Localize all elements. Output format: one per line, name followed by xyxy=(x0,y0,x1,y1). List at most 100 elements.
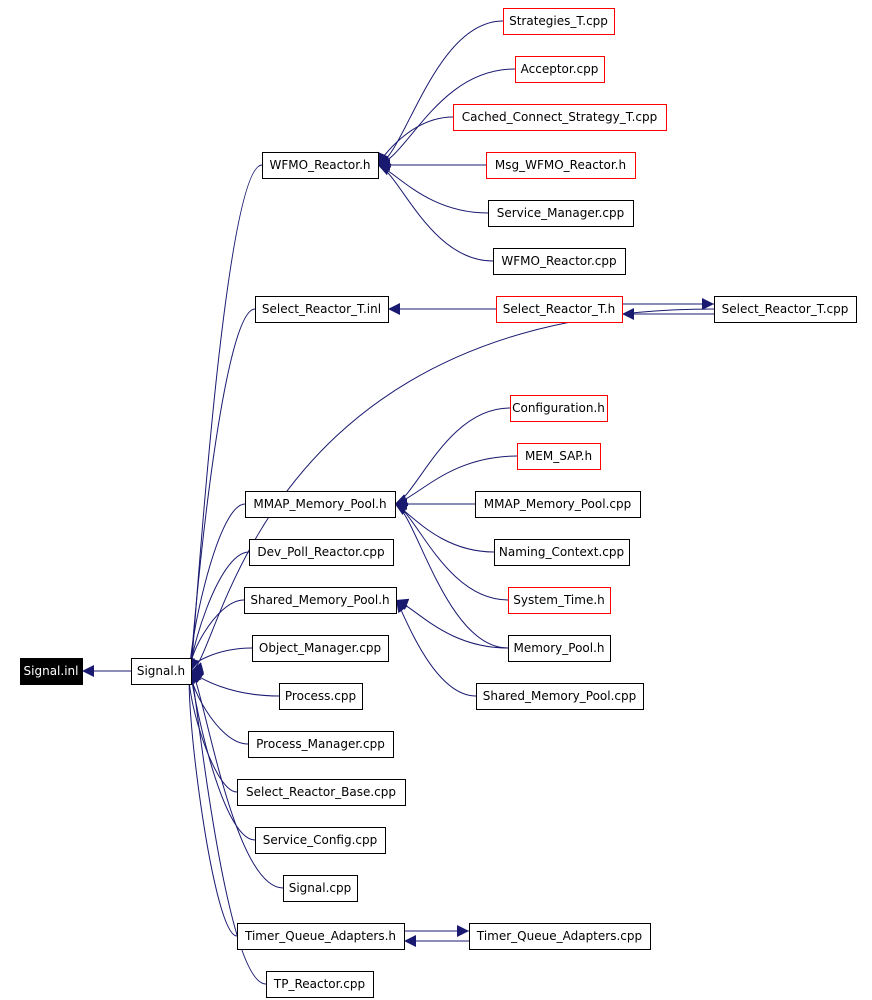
edge-line xyxy=(377,164,489,214)
edge-cached_connect_strategy_t_cpp-to-wfmo_reactor_h xyxy=(377,116,454,166)
edge-line xyxy=(190,670,280,697)
nodes-layer: Signal.inl Signal.h WFMO_Reactor.h Strategi… xyxy=(20,8,857,998)
node-box xyxy=(508,587,611,614)
node-process-cpp[interactable]: Process.cpp xyxy=(279,683,363,710)
node-wfmo-reactor-cpp[interactable]: WFMO_Reactor.cpp xyxy=(493,248,626,275)
node-box xyxy=(475,491,641,518)
node-signal-cpp[interactable]: Signal.cpp xyxy=(283,875,358,902)
node-wfmo-reactor-h[interactable]: WFMO_Reactor.h xyxy=(262,152,379,179)
edge-wfmo_reactor_cpp-to-wfmo_reactor_h xyxy=(377,163,494,262)
node-signal-inl[interactable]: Signal.inl xyxy=(20,658,83,685)
edge-wfmo_reactor_h-to-signal_h xyxy=(187,164,263,672)
node-timer-queue-adapters-cpp[interactable]: Timer_Queue_Adapters.cpp xyxy=(469,923,651,950)
node-label: Acceptor.cpp xyxy=(521,62,599,76)
node-label: Shared_Memory_Pool.h xyxy=(250,593,389,607)
node-label: Service_Config.cpp xyxy=(263,833,378,847)
node-memory-pool-h[interactable]: Memory_Pool.h xyxy=(508,635,611,662)
node-box xyxy=(255,296,389,323)
node-cached-connect-strategy-t-cpp[interactable]: Cached_Connect_Strategy_T.cpp xyxy=(453,104,667,131)
node-box xyxy=(453,104,667,131)
edge-line xyxy=(190,308,715,674)
node-box xyxy=(517,443,601,470)
node-mem-sap-h[interactable]: MEM_SAP.h xyxy=(517,443,601,470)
node-select-reactor-t-h[interactable]: Select_Reactor_T.h xyxy=(496,296,623,323)
edge-line xyxy=(395,599,477,697)
edges-layer xyxy=(82,20,715,985)
node-signal-h[interactable]: Signal.h xyxy=(131,658,192,685)
edge-service_manager_cpp-to-wfmo_reactor_h xyxy=(377,164,489,214)
node-box xyxy=(515,56,605,83)
node-service-manager-cpp[interactable]: Service_Manager.cpp xyxy=(488,200,634,227)
edge-line xyxy=(179,503,246,672)
node-select-reactor-base-cpp[interactable]: Select_Reactor_Base.cpp xyxy=(237,779,406,806)
node-box xyxy=(244,587,397,614)
node-label: Naming_Context.cpp xyxy=(499,545,624,559)
node-box xyxy=(248,731,394,758)
node-msg-wfmo-reactor-h[interactable]: Msg_WFMO_Reactor.h xyxy=(486,152,636,179)
edge-timer_queue_adapters_h-to-signal_h xyxy=(178,670,238,937)
edge-select_reactor_t_inl-to-signal_h xyxy=(183,308,256,672)
edge-line xyxy=(377,68,516,168)
node-label: Process_Manager.cpp xyxy=(256,737,385,751)
node-box xyxy=(503,8,615,35)
edge-line xyxy=(183,670,256,841)
node-select-reactor-t-inl[interactable]: Select_Reactor_T.inl xyxy=(255,296,389,323)
node-box xyxy=(493,248,626,275)
node-system-time-h[interactable]: System_Time.h xyxy=(508,587,611,614)
node-shared-memory-pool-h[interactable]: Shared_Memory_Pool.h xyxy=(244,587,397,614)
node-mmap-memory-pool-h[interactable]: MMAP_Memory_Pool.h xyxy=(245,491,396,518)
node-box xyxy=(131,658,192,685)
edge-line xyxy=(377,20,504,168)
node-box xyxy=(237,779,406,806)
node-process-manager-cpp[interactable]: Process_Manager.cpp xyxy=(248,731,394,758)
node-label: Timer_Queue_Adapters.h xyxy=(244,929,396,943)
edge-line xyxy=(394,407,511,506)
node-service-config-cpp[interactable]: Service_Config.cpp xyxy=(255,827,386,854)
node-box xyxy=(245,491,396,518)
node-label: Service_Manager.cpp xyxy=(497,206,625,220)
edge-service_config_cpp-to-signal_h xyxy=(183,670,256,841)
node-label: Select_Reactor_T.cpp xyxy=(722,302,849,316)
edge-configuration_h-to-mmap_memory_pool_h xyxy=(394,407,511,506)
edge-line xyxy=(180,670,249,745)
node-strategies-t-cpp[interactable]: Strategies_T.cpp xyxy=(503,8,615,35)
node-label: Process.cpp xyxy=(285,689,356,703)
node-label: Cached_Connect_Strategy_T.cpp xyxy=(462,110,658,124)
node-box xyxy=(476,683,644,710)
node-mmap-memory-pool-cpp[interactable]: MMAP_Memory_Pool.cpp xyxy=(475,491,641,518)
edge-line xyxy=(394,502,509,649)
edge-line xyxy=(187,164,263,672)
edge-memory_pool_h-to-mmap_memory_pool_h xyxy=(394,502,509,649)
edge-strategies_t_cpp-to-wfmo_reactor_h xyxy=(377,20,504,168)
node-box xyxy=(714,296,857,323)
node-box xyxy=(508,635,611,662)
node-label: Timer_Queue_Adapters.cpp xyxy=(476,929,642,943)
node-box xyxy=(266,971,374,998)
node-label: Object_Manager.cpp xyxy=(259,641,381,655)
node-label: Msg_WFMO_Reactor.h xyxy=(495,158,626,172)
node-box xyxy=(469,923,651,950)
node-acceptor-cpp[interactable]: Acceptor.cpp xyxy=(515,56,605,83)
node-box xyxy=(496,296,623,323)
node-label: WFMO_Reactor.cpp xyxy=(501,254,616,268)
edge-shared_memory_pool_cpp-to-shared_memory_pool_h xyxy=(395,599,477,697)
node-label: Strategies_T.cpp xyxy=(509,14,608,28)
node-label: Shared_Memory_Pool.cpp xyxy=(483,689,637,703)
node-label: Select_Reactor_T.h xyxy=(503,302,615,316)
node-shared-memory-pool-cpp[interactable]: Shared_Memory_Pool.cpp xyxy=(476,683,644,710)
edge-mmap_memory_pool_h-to-signal_h xyxy=(179,503,246,672)
node-label: Memory_Pool.h xyxy=(513,641,604,655)
node-object-manager-cpp[interactable]: Object_Manager.cpp xyxy=(252,635,389,662)
node-box xyxy=(283,875,358,902)
edge-line xyxy=(183,308,256,672)
node-tp-reactor-cpp[interactable]: TP_Reactor.cpp xyxy=(266,971,374,998)
node-naming-context-cpp[interactable]: Naming_Context.cpp xyxy=(494,539,630,566)
node-timer-queue-adapters-h[interactable]: Timer_Queue_Adapters.h xyxy=(237,923,405,950)
node-dev-poll-reactor-cpp[interactable]: Dev_Poll_Reactor.cpp xyxy=(249,539,394,566)
node-configuration-h[interactable]: Configuration.h xyxy=(510,395,608,422)
node-label: Signal.h xyxy=(137,664,185,678)
node-select-reactor-t-cpp[interactable]: Select_Reactor_T.cpp xyxy=(714,296,857,323)
edge-tp_reactor_cpp-to-signal_h xyxy=(190,670,267,985)
